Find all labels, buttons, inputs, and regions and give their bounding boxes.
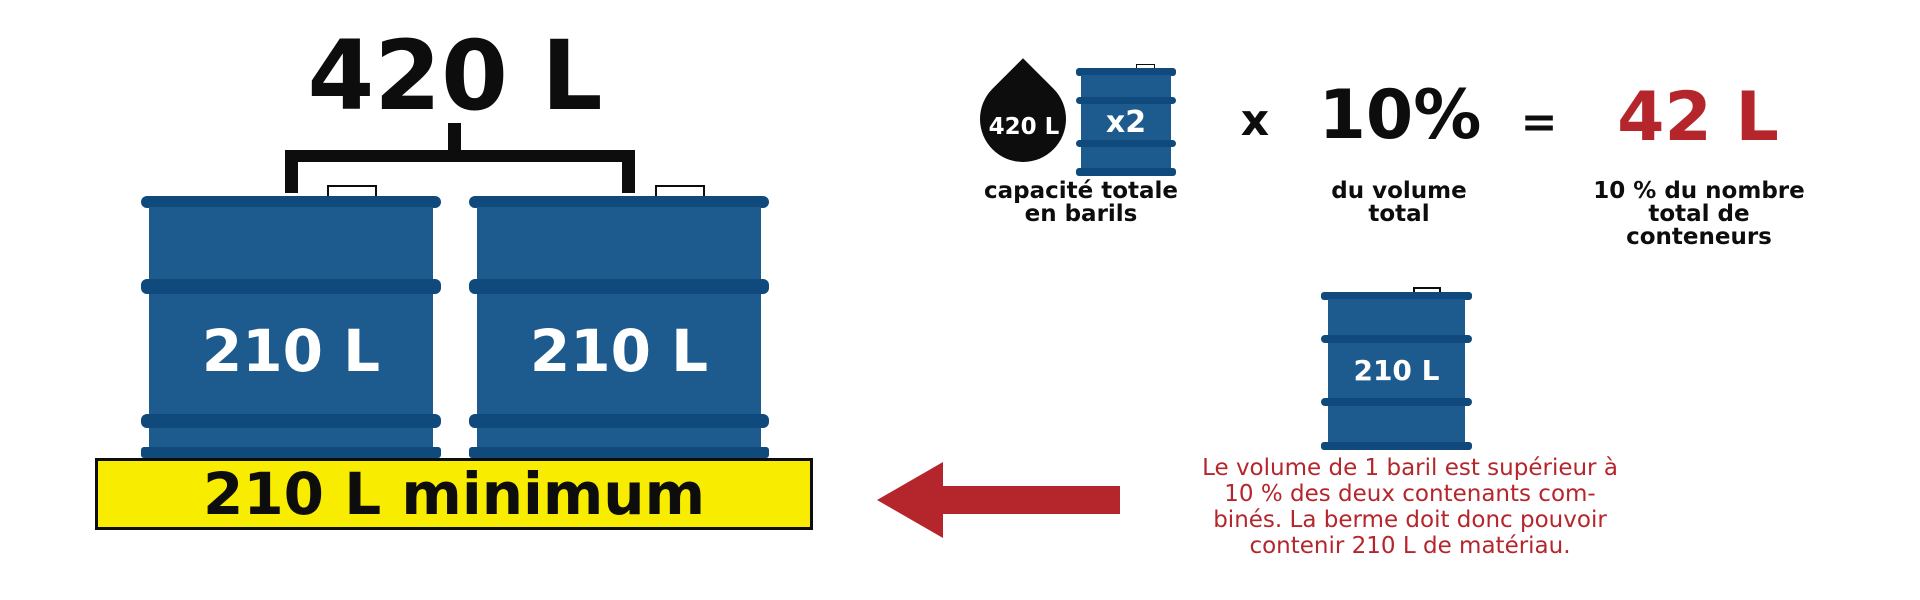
oil-drop-volume-label: 420 L xyxy=(988,114,1060,140)
barrel-bottom-rim xyxy=(1321,442,1472,450)
barrel-hoop xyxy=(1321,398,1472,406)
percentage-value: 10% xyxy=(1318,76,1482,155)
barrel-body xyxy=(1328,299,1465,450)
barrel-hoop xyxy=(141,279,441,294)
berm-platform: 210 L minimum xyxy=(95,458,813,530)
barrel-count-label: x2 xyxy=(1105,105,1147,140)
barrel-icon-left: 210 L xyxy=(141,185,441,458)
barrel-rim xyxy=(469,196,769,208)
conclusion-note: Le volume de 1 baril est supérieur à 10 … xyxy=(1202,455,1618,559)
barrel-body xyxy=(1081,75,1171,176)
barrel-bottom-rim xyxy=(1076,168,1176,176)
multiply-sign: x xyxy=(1240,95,1270,146)
barrel-hoop xyxy=(469,414,769,428)
left-arrow-icon xyxy=(877,462,1120,538)
barrel-volume-label: 210 L xyxy=(201,317,381,385)
barrel-icon-right: 210 L xyxy=(469,185,769,458)
barrel-hoop xyxy=(1076,97,1176,104)
berm-capacity-label: 210 L minimum xyxy=(202,460,706,528)
barrel-bottom-rim xyxy=(141,447,441,458)
bracket-right-drop xyxy=(622,160,635,193)
percentage-caption: du volume total xyxy=(1331,178,1467,227)
result-caption: 10 % du nombre total de conteneurs xyxy=(1593,178,1805,250)
barrel-rim xyxy=(1076,68,1176,76)
barrel-bottom-rim xyxy=(469,447,769,458)
equals-sign: = xyxy=(1520,97,1558,148)
barrel-volume-label: 210 L xyxy=(529,317,709,385)
barrel-volume-label: 210 L xyxy=(1353,354,1440,387)
barrel-hoop xyxy=(469,279,769,294)
barrel-rim xyxy=(141,196,441,208)
total-volume-label: 420 L xyxy=(307,20,603,132)
barrel-hoop xyxy=(141,414,441,428)
bracket-bar xyxy=(285,150,635,162)
barrel-hoop xyxy=(1076,140,1176,147)
bracket-left-drop xyxy=(285,160,298,193)
single-barrel-icon: 210 L xyxy=(1321,287,1472,450)
capacity-caption: capacité totale en barils xyxy=(983,178,1179,227)
result-value: 42 L xyxy=(1617,78,1779,157)
barrel-rim xyxy=(1321,292,1472,300)
barrel-x2-icon: x2 xyxy=(1076,64,1176,176)
barrel-hoop xyxy=(1321,335,1472,343)
bracket-stem xyxy=(448,123,461,152)
